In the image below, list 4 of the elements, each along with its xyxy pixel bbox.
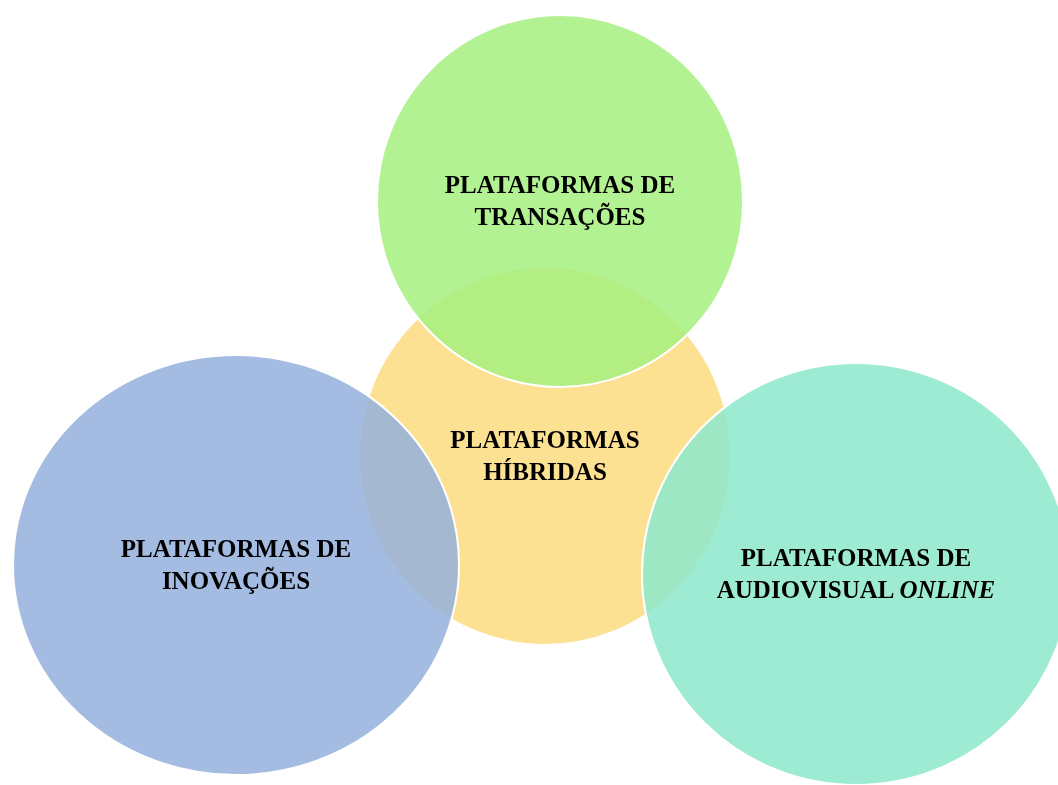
- circle-label: PLATAFORMAS DE TRANSAÇÕES: [443, 170, 677, 232]
- circle-label: PLATAFORMAS HÍBRIDAS: [449, 425, 641, 487]
- circle-label: PLATAFORMAS DE INOVAÇÕES: [119, 534, 353, 596]
- circle-label: PLATAFORMAS DE AUDIOVISUAL ONLINE: [715, 543, 997, 605]
